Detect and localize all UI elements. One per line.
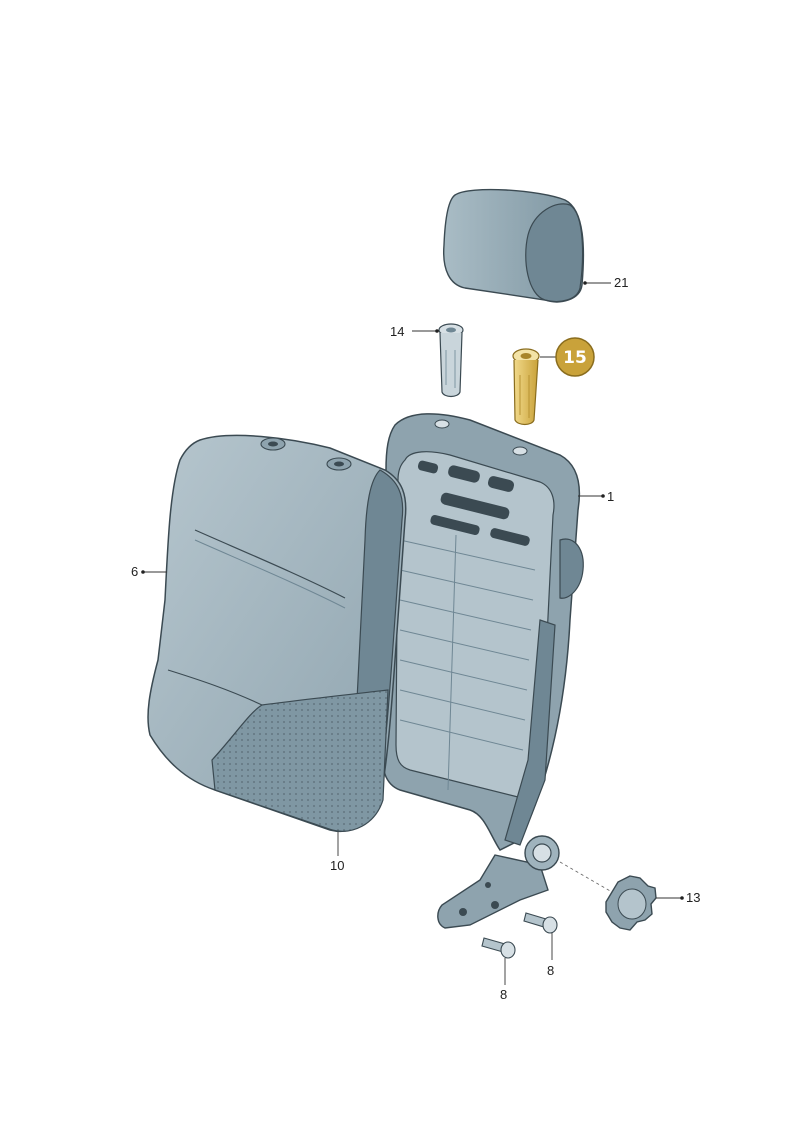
callout-8-right: 8 [547,933,554,978]
callout-label-8-right: 8 [547,963,554,978]
callout-15-badge: 15 [540,337,595,377]
handwheel-knob [559,861,657,931]
headrest [443,188,585,303]
callout-label-15: 15 [563,348,587,368]
callout-10: 10 [330,832,344,873]
callout-label-10: 10 [330,858,344,873]
callout-label-13: 13 [686,890,700,905]
guide-sleeve-14 [438,323,464,398]
backrest-cover [147,434,407,832]
recliner-gear [524,835,560,871]
backrest-frame [380,413,584,851]
callout-label-14: 14 [390,324,404,339]
bolt-8-left [481,937,516,959]
callout-label-21: 21 [614,275,628,290]
callout-1: 1 [578,489,614,504]
callout-label-1: 1 [607,489,614,504]
recliner-bracket [437,835,560,929]
callout-label-8-left: 8 [500,987,507,1002]
callout-label-6: 6 [131,564,138,579]
callout-21: 21 [583,275,628,290]
callout-14: 14 [390,324,439,339]
callout-13: 13 [656,890,700,905]
callout-8-left: 8 [500,958,507,1002]
guide-sleeve-15 [512,348,540,426]
bolt-8-right [523,912,558,934]
callout-6: 6 [131,564,167,579]
